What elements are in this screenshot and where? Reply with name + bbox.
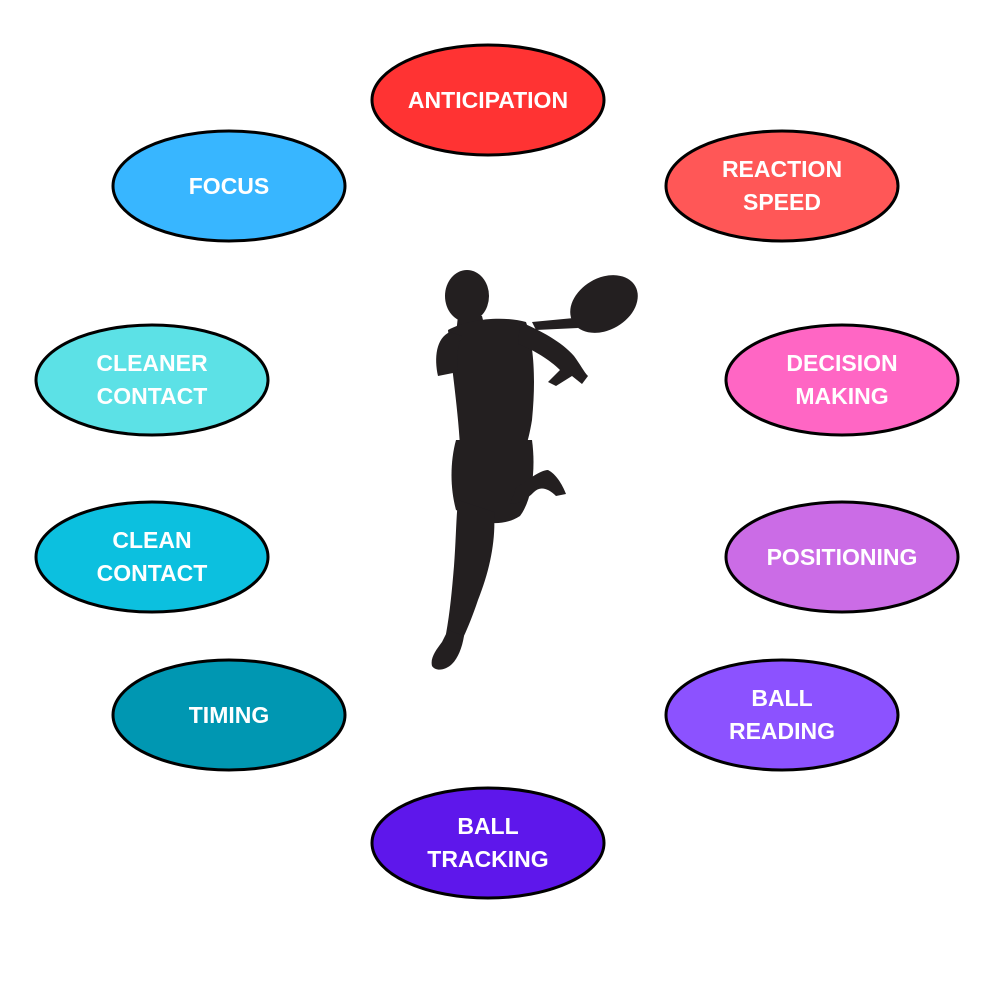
- bubbles-layer: [34, 43, 960, 900]
- bubble-1: [664, 129, 900, 243]
- bubble-6: [111, 658, 347, 772]
- bubble-8: [34, 323, 270, 437]
- bubble-4: [664, 658, 900, 772]
- bubble-3: [724, 500, 960, 614]
- bubble-0: [370, 43, 606, 157]
- bubble-7: [34, 500, 270, 614]
- bubble-9: [111, 129, 347, 243]
- bubble-5: [370, 786, 606, 900]
- bubble-2: [724, 323, 960, 437]
- tennis-player-silhouette-icon: [431, 270, 638, 670]
